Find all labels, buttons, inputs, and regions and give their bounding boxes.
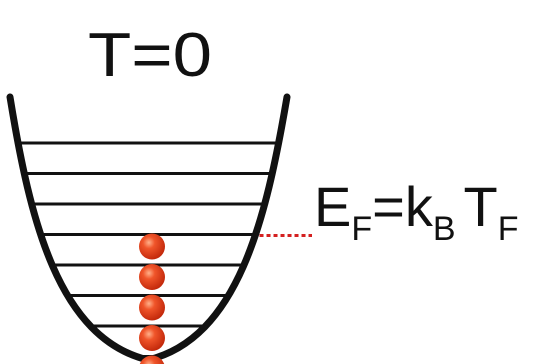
particle — [139, 233, 165, 260]
particle — [139, 325, 165, 351]
particle — [139, 294, 165, 321]
equals-k-symbol: =k — [372, 175, 434, 238]
fermi-temperature-subscript: F — [498, 210, 519, 248]
potential-well-curve — [6, 93, 291, 364]
boltzmann-subscript: B — [433, 210, 456, 248]
particles — [139, 233, 165, 364]
fermi-temperature-symbol: T — [464, 175, 498, 238]
particle — [139, 355, 165, 364]
fermi-energy-subscript: F — [351, 210, 372, 248]
particle — [139, 264, 165, 290]
fermi-energy-symbol: E — [314, 175, 351, 238]
diagram-title: T=0 — [88, 21, 212, 90]
